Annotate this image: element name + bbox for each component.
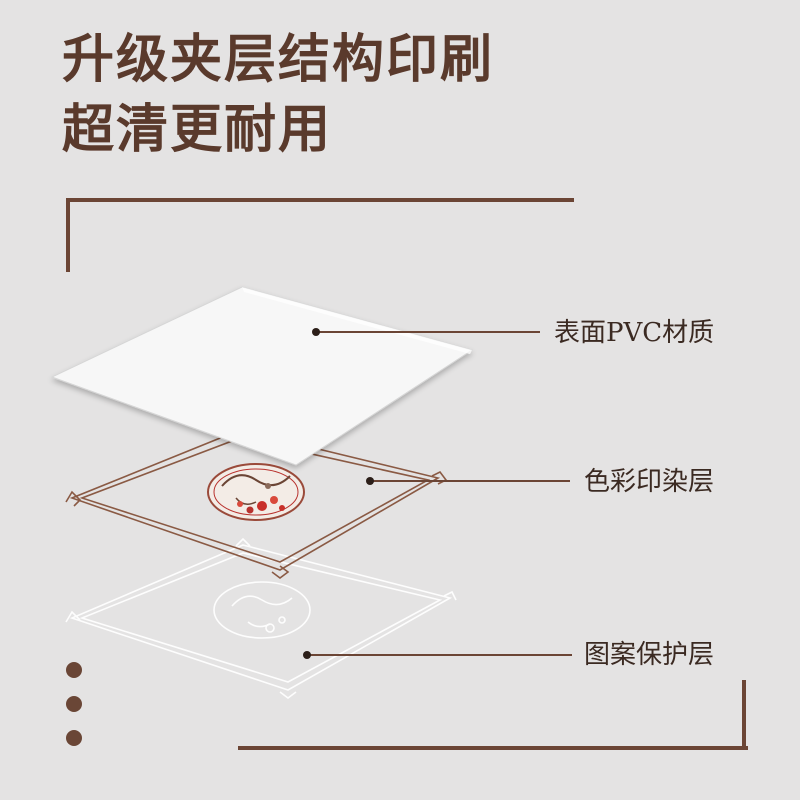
print-roundel <box>207 463 305 521</box>
top-left-bracket-vertical <box>66 198 70 272</box>
dot-1 <box>66 662 82 678</box>
dot-3 <box>66 730 82 746</box>
headline-line-2: 超清更耐用 <box>62 99 333 160</box>
layer-label-pattern-protection: 图案保护层 <box>584 640 715 670</box>
bottom-right-bracket-horizontal <box>238 746 748 750</box>
leader-lines <box>307 331 572 656</box>
headline-line-1: 升级夹层结构印刷 <box>62 29 495 90</box>
print-layer <box>65 422 448 579</box>
top-left-bracket-horizontal <box>66 198 574 202</box>
pvc-surface-layer <box>50 286 474 466</box>
protection-layer <box>65 537 457 699</box>
layer-label-pvc-surface: 表面PVC材质 <box>554 318 715 348</box>
bottom-right-bracket-vertical <box>742 680 746 750</box>
dot-2 <box>66 696 82 712</box>
leader-dots <box>303 328 374 659</box>
layer-label-color-print: 色彩印染层 <box>584 467 715 497</box>
